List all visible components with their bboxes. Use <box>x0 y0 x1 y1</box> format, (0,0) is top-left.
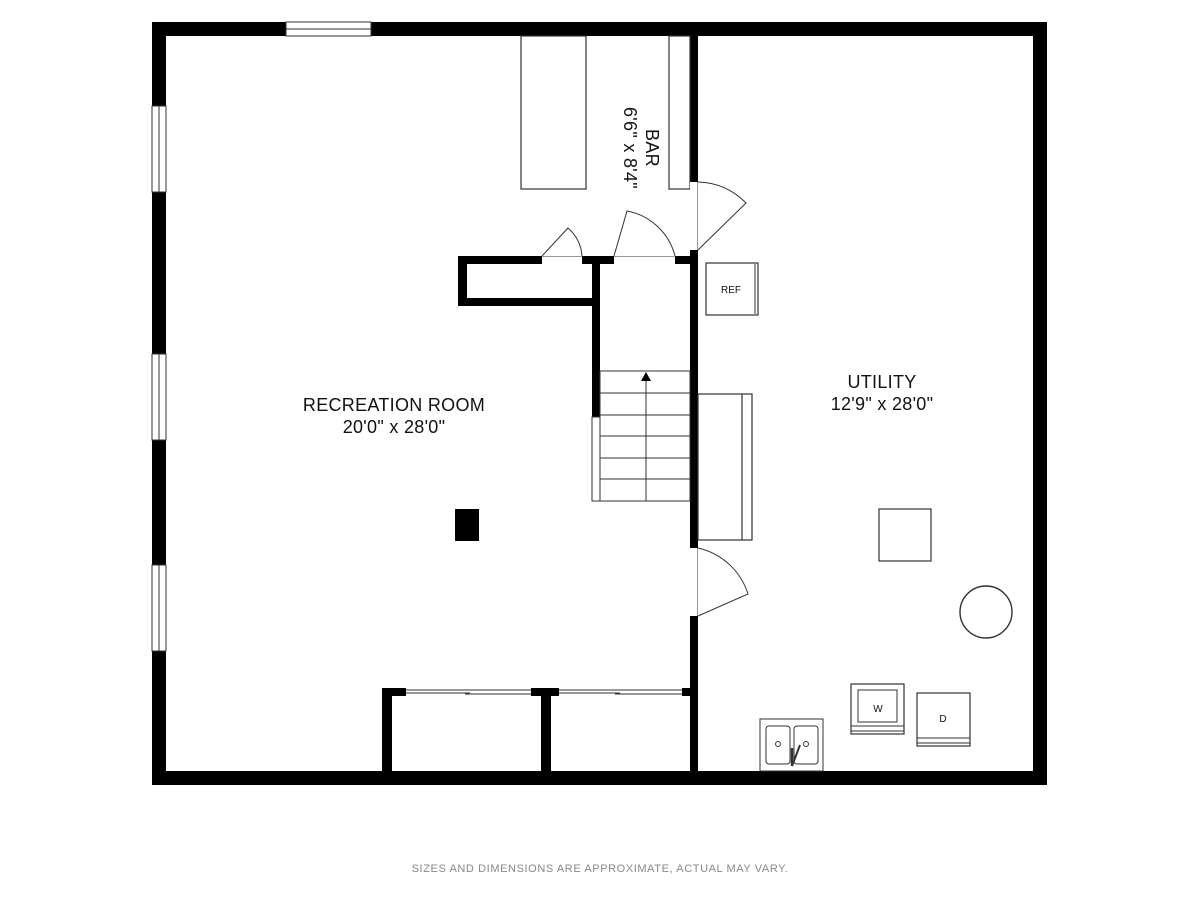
window-left-3 <box>151 564 167 652</box>
recreation-room-name: RECREATION ROOM <box>303 395 485 415</box>
window-left-2 <box>151 353 167 441</box>
door-utility-lower <box>690 547 749 617</box>
dryer: D <box>916 692 971 747</box>
water-heater <box>959 585 1013 639</box>
room-labels: RECREATION ROOM 20'0" x 28'0" UTILITY 12… <box>303 107 933 437</box>
stair-arrow-icon <box>641 372 651 381</box>
bar-counters <box>520 35 691 190</box>
wall-closet-a-top <box>382 688 406 696</box>
wall-bar-bottom-c <box>675 256 690 264</box>
utility-room-dims: 12'9" x 28'0" <box>831 394 934 414</box>
support-post <box>455 509 479 541</box>
washer-label: W <box>873 704 883 715</box>
dryer-label: D <box>939 714 946 725</box>
doors <box>541 181 749 617</box>
recreation-room-dims: 20'0" x 28'0" <box>343 417 446 437</box>
windows <box>151 21 372 652</box>
bar-room-name: BAR <box>642 129 662 167</box>
stairs <box>591 370 691 502</box>
wall-utility-divider-mid <box>690 250 698 548</box>
wall-closet-divider <box>541 688 551 771</box>
wall-closet-a-left <box>382 688 392 771</box>
interior-walls <box>382 36 698 771</box>
stair-side-block <box>591 416 601 502</box>
washer: W <box>850 683 905 735</box>
window-top <box>285 21 372 37</box>
wall-closet-divider-top <box>531 688 559 696</box>
bar-counter-large <box>520 35 587 190</box>
disclaimer-text: SIZES AND DIMENSIONS ARE APPROXIMATE, AC… <box>412 863 789 875</box>
refrigerator: REF <box>705 262 759 316</box>
wall-utility-divider-upper <box>690 36 698 182</box>
bar-counter-narrow <box>668 35 691 190</box>
door-bar-large <box>613 210 676 264</box>
furnace <box>878 508 932 562</box>
wall-stair-left <box>592 256 600 419</box>
door-utility-upper <box>690 181 747 251</box>
wall-closet-bottom <box>458 298 598 306</box>
utility-cabinet <box>697 393 753 541</box>
wall-bar-bottom-a <box>458 256 542 264</box>
bar-room-dims: 6'6" x 8'4" <box>620 107 640 189</box>
refrigerator-label: REF <box>721 285 741 296</box>
window-left-1 <box>151 105 167 193</box>
wall-right <box>1033 22 1047 785</box>
wall-utility-divider-lower <box>690 616 698 771</box>
closet-sliding-doors <box>406 689 682 695</box>
wall-top <box>152 22 1047 36</box>
laundry-sink <box>759 718 824 772</box>
wall-bottom <box>152 771 1047 785</box>
wall-closet-b-right-top <box>682 688 690 696</box>
utility-room-name: UTILITY <box>847 372 916 392</box>
wall-closet-left <box>458 256 467 306</box>
door-bar-small <box>541 227 583 264</box>
